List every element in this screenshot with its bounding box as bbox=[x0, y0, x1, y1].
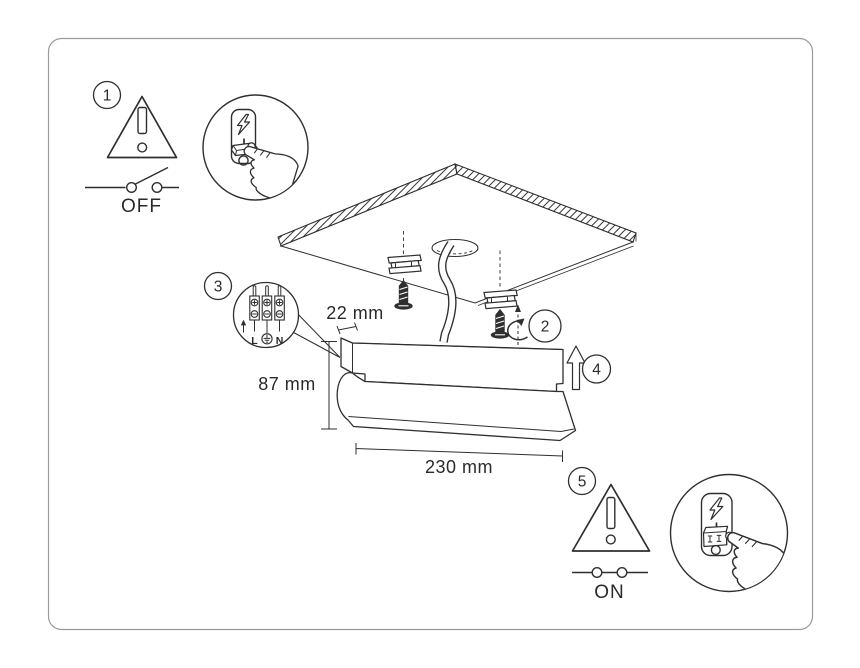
switch-closed-icon bbox=[572, 567, 648, 579]
screw-rotation-icon bbox=[507, 304, 528, 345]
switch-open-icon bbox=[85, 166, 179, 193]
earth-icon bbox=[261, 333, 273, 345]
power-switch-detail-off bbox=[202, 94, 309, 201]
terminal-pins bbox=[254, 320, 280, 334]
dimension-22mm-label: 22 mm bbox=[326, 303, 384, 323]
wall-anchor-right bbox=[483, 289, 518, 310]
step-3-number: 3 bbox=[214, 279, 223, 296]
on-label: ON bbox=[594, 582, 625, 603]
step-3-badge: 3 bbox=[203, 271, 233, 301]
terminal-block-icon: L N bbox=[240, 285, 285, 347]
off-label: OFF bbox=[121, 196, 162, 217]
neutral-label: N bbox=[276, 335, 284, 347]
lightning-icon bbox=[236, 113, 251, 136]
switch-off-mark-icon-2 bbox=[710, 544, 721, 556]
step-4-lift: 4 bbox=[566, 345, 612, 391]
step-2-number: 2 bbox=[541, 319, 550, 336]
luminaire bbox=[336, 337, 577, 442]
switch-off-mark-icon bbox=[238, 155, 249, 166]
mounting-screw-left bbox=[394, 279, 413, 310]
panel-underside bbox=[279, 173, 635, 304]
ceiling-panel bbox=[277, 163, 637, 343]
fixings: 2 bbox=[387, 231, 562, 345]
warning-triangle-icon-2 bbox=[571, 483, 651, 552]
wall-anchor-left bbox=[387, 254, 422, 275]
power-switch-detail-on bbox=[669, 473, 789, 593]
detail-leader-lines bbox=[288, 308, 341, 358]
dimension-87mm: 87 mm bbox=[258, 341, 337, 430]
live-label: L bbox=[251, 335, 258, 347]
mounting-screw-right bbox=[490, 308, 510, 339]
cable-hole bbox=[431, 238, 479, 258]
lightning-icon-2 bbox=[709, 497, 724, 521]
step-5-badge: 5 bbox=[567, 466, 597, 496]
step-2-badge: 2 bbox=[528, 309, 562, 343]
step-5-number: 5 bbox=[578, 474, 587, 491]
step-1-power-off-warning: 1 OFF bbox=[85, 80, 179, 217]
dimension-230mm-label: 230 mm bbox=[425, 457, 493, 477]
light-head bbox=[336, 372, 577, 442]
dimension-22mm: 22 mm bbox=[326, 303, 384, 335]
incoming-wires bbox=[252, 285, 282, 296]
diagram-border bbox=[47, 37, 814, 631]
step-4-badge: 4 bbox=[581, 354, 612, 384]
step-1-number: 1 bbox=[103, 88, 112, 105]
step-1-badge: 1 bbox=[92, 80, 122, 110]
power-cable bbox=[437, 241, 457, 343]
step-4-number: 4 bbox=[592, 362, 601, 379]
warning-triangle-icon bbox=[106, 95, 178, 159]
insert-arrow-icon bbox=[240, 319, 247, 333]
step-3-wiring: 3 L bbox=[203, 271, 341, 358]
dimension-87mm-label: 87 mm bbox=[258, 374, 316, 394]
step-5-power-on: 5 ON bbox=[567, 466, 651, 603]
dimension-230mm: 230 mm bbox=[355, 443, 563, 477]
arrow-up-icon bbox=[566, 345, 586, 391]
